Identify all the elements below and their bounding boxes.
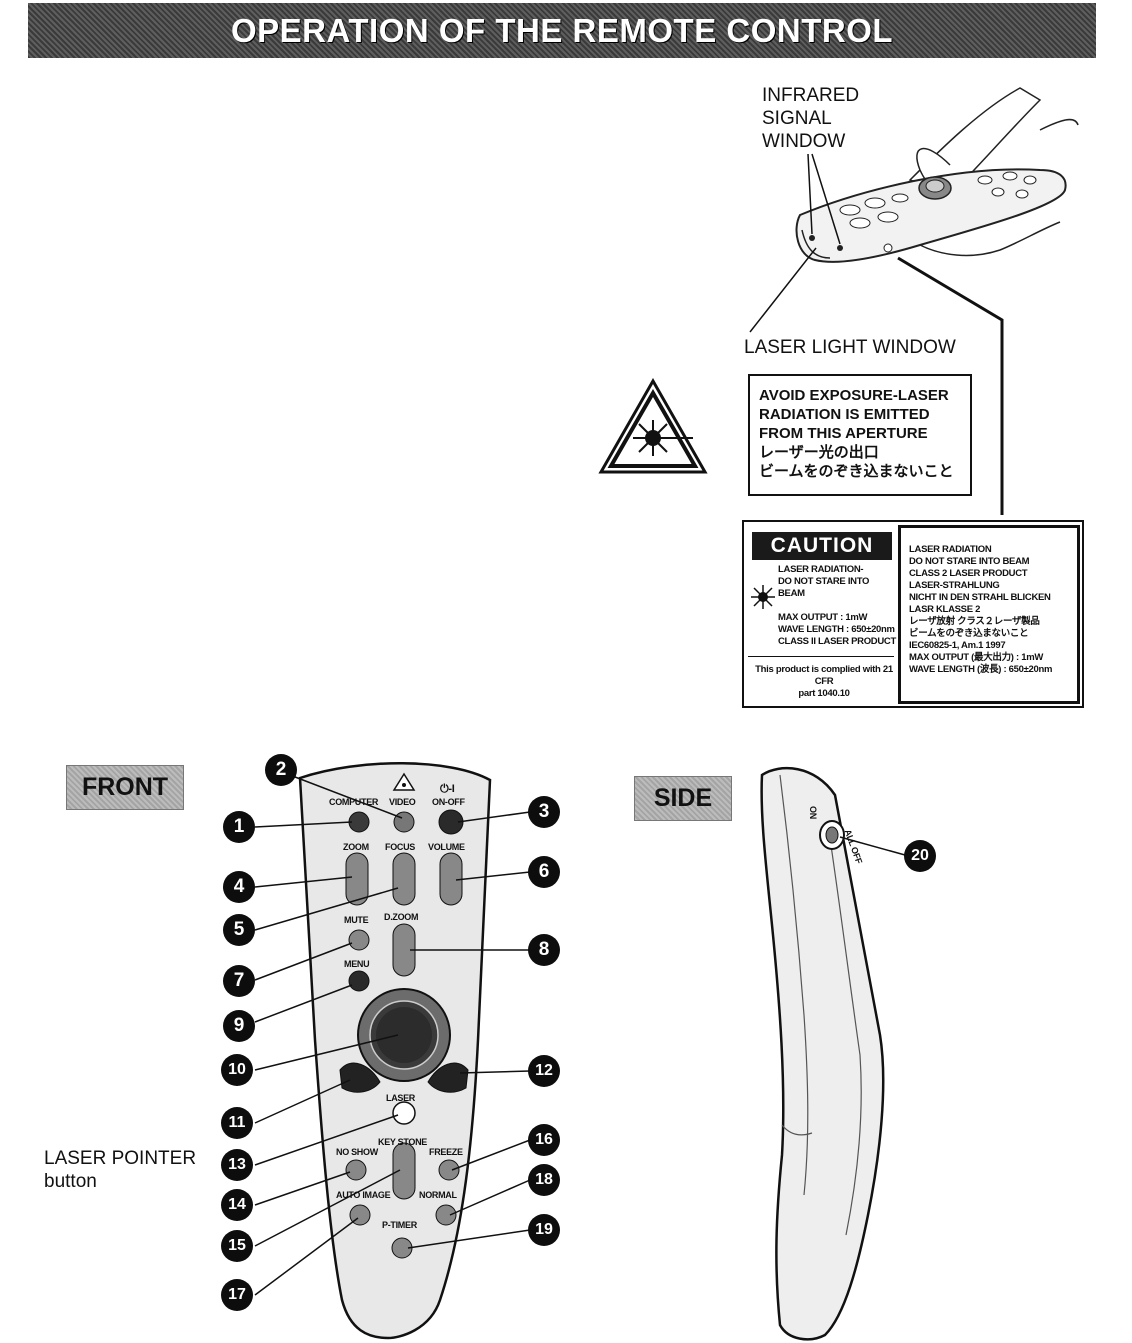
caption-line: button	[44, 1171, 97, 1192]
caution-text: CLASS 2 LASER PRODUCT	[909, 568, 1028, 579]
callout-14: 14	[221, 1189, 253, 1221]
caution-text: レーザ放射 クラス２レーザ製品	[909, 616, 1040, 627]
callout-19: 19	[528, 1214, 560, 1246]
page-header-banner: OPERATION OF THE REMOTE CONTROL	[28, 3, 1096, 58]
caution-label: CAUTION LASER RADIATION- DO NOT STARE IN…	[742, 520, 1084, 708]
caution-text: DO NOT STARE INTO BEAM	[778, 576, 870, 599]
callout-1: 1	[223, 811, 255, 843]
p-timer-button-label: P-TIMER	[382, 1220, 417, 1230]
caution-text: IEC60825-1, Am.1 1997	[909, 640, 1006, 651]
laser-button-label: LASER	[386, 1093, 416, 1103]
caution-text: LASER RADIATION-	[778, 564, 864, 575]
caution-text: MAX OUTPUT (最大出力) : 1mW	[909, 652, 1044, 663]
callout-17: 17	[221, 1279, 253, 1311]
callout-13: 13	[221, 1149, 253, 1181]
callout-6: 6	[528, 856, 560, 888]
zoom-button-label: ZOOM	[343, 842, 369, 852]
laser-hazard-icon	[598, 378, 708, 474]
remote-front-diagram	[254, 762, 531, 1340]
hand-remote-illustration	[749, 87, 1079, 515]
caution-text: part 1040.10	[798, 688, 850, 699]
focus-button-label: FOCUS	[385, 842, 416, 852]
page-title: OPERATION OF THE REMOTE CONTROL	[230, 11, 894, 49]
callout-15: 15	[221, 1230, 253, 1262]
power-symbol-label: ⏻-I	[440, 783, 455, 795]
caution-text: WAVE LENGTH (波長) : 650±20nm	[909, 664, 1053, 675]
menu-button-label: MENU	[344, 959, 370, 969]
caution-text: MAX OUTPUT : 1mW	[778, 612, 868, 623]
front-view-tag: FRONT	[66, 765, 184, 810]
callout-7: 7	[223, 965, 255, 997]
dzoom-button-label: D.ZOOM	[384, 912, 419, 922]
callout-8: 8	[528, 934, 560, 966]
mute-button-label: MUTE	[344, 915, 369, 925]
caution-text: WAVE LENGTH : 650±20nm	[778, 624, 895, 635]
callout-16: 16	[528, 1124, 560, 1156]
no-show-button-label: NO SHOW	[336, 1147, 378, 1157]
laser-aperture-warning-label: AVOID EXPOSURE-LASER RADIATION IS EMITTE…	[748, 374, 972, 496]
caution-text: CLASS II LASER PRODUCT	[778, 636, 896, 647]
warning-line: FROM THIS APERTURE	[759, 425, 928, 442]
callout-11: 11	[221, 1107, 253, 1139]
on-off-button-label: ON-OFF	[432, 797, 465, 807]
auto-image-button-label: AUTO IMAGE	[336, 1190, 391, 1200]
laser-pointer-caption: LASER POINTER button	[44, 1147, 196, 1193]
callout-4: 4	[223, 871, 255, 903]
callout-3: 3	[528, 796, 560, 828]
warning-line: ビームをのぞき込まないこと	[759, 463, 954, 480]
callout-20: 20	[904, 840, 936, 872]
caution-text: This product is complied with 21 CFR	[755, 664, 893, 687]
caution-text: NICHT IN DEN STRAHL BLICKEN	[909, 592, 1051, 603]
volume-button-label: VOLUME	[428, 842, 465, 852]
computer-button-label: COMPUTER	[329, 797, 379, 807]
caution-text: LASER-STRAHLUNG	[909, 580, 1000, 591]
caution-title: CAUTION	[752, 532, 892, 560]
side-view-tag: SIDE	[634, 776, 732, 821]
caution-right-panel: LASER RADIATION DO NOT STARE INTO BEAM C…	[898, 525, 1080, 704]
caption-line: LASER POINTER	[44, 1148, 197, 1169]
callout-10: 10	[221, 1054, 253, 1086]
callout-18: 18	[528, 1164, 560, 1196]
caution-text: LASR KLASSE 2	[909, 604, 981, 615]
laser-starburst-icon	[751, 585, 775, 609]
infrared-window-label: INFRARED SIGNAL WINDOW	[762, 84, 859, 153]
laser-light-window-label: LASER LIGHT WINDOW	[744, 337, 956, 358]
callout-9: 9	[223, 1010, 255, 1042]
caution-text: DO NOT STARE INTO BEAM	[909, 556, 1030, 567]
caution-left-panel: CAUTION LASER RADIATION- DO NOT STARE IN…	[748, 526, 898, 702]
infrared-label-line: INFRARED	[762, 85, 860, 106]
callout-5: 5	[223, 914, 255, 946]
infrared-label-line: WINDOW	[762, 131, 846, 152]
video-button-label: VIDEO	[389, 797, 416, 807]
side-switch-on-label: ON	[808, 806, 818, 819]
warning-line: AVOID EXPOSURE-LASER	[759, 387, 949, 404]
freeze-button-label: FREEZE	[429, 1147, 463, 1157]
caution-text: LASER RADIATION	[909, 544, 992, 555]
callout-2: 2	[265, 754, 297, 786]
infrared-label-line: SIGNAL	[762, 108, 832, 129]
warning-line: レーザー光の出口	[759, 444, 879, 461]
remote-side-diagram	[760, 766, 906, 1341]
keystone-button-label: KEY STONE	[378, 1137, 427, 1147]
callout-12: 12	[528, 1055, 560, 1087]
normal-button-label: NORMAL	[419, 1190, 457, 1200]
caution-text: ビームをのぞき込まないこと	[909, 628, 1029, 639]
warning-line: RADIATION IS EMITTED	[759, 406, 930, 423]
